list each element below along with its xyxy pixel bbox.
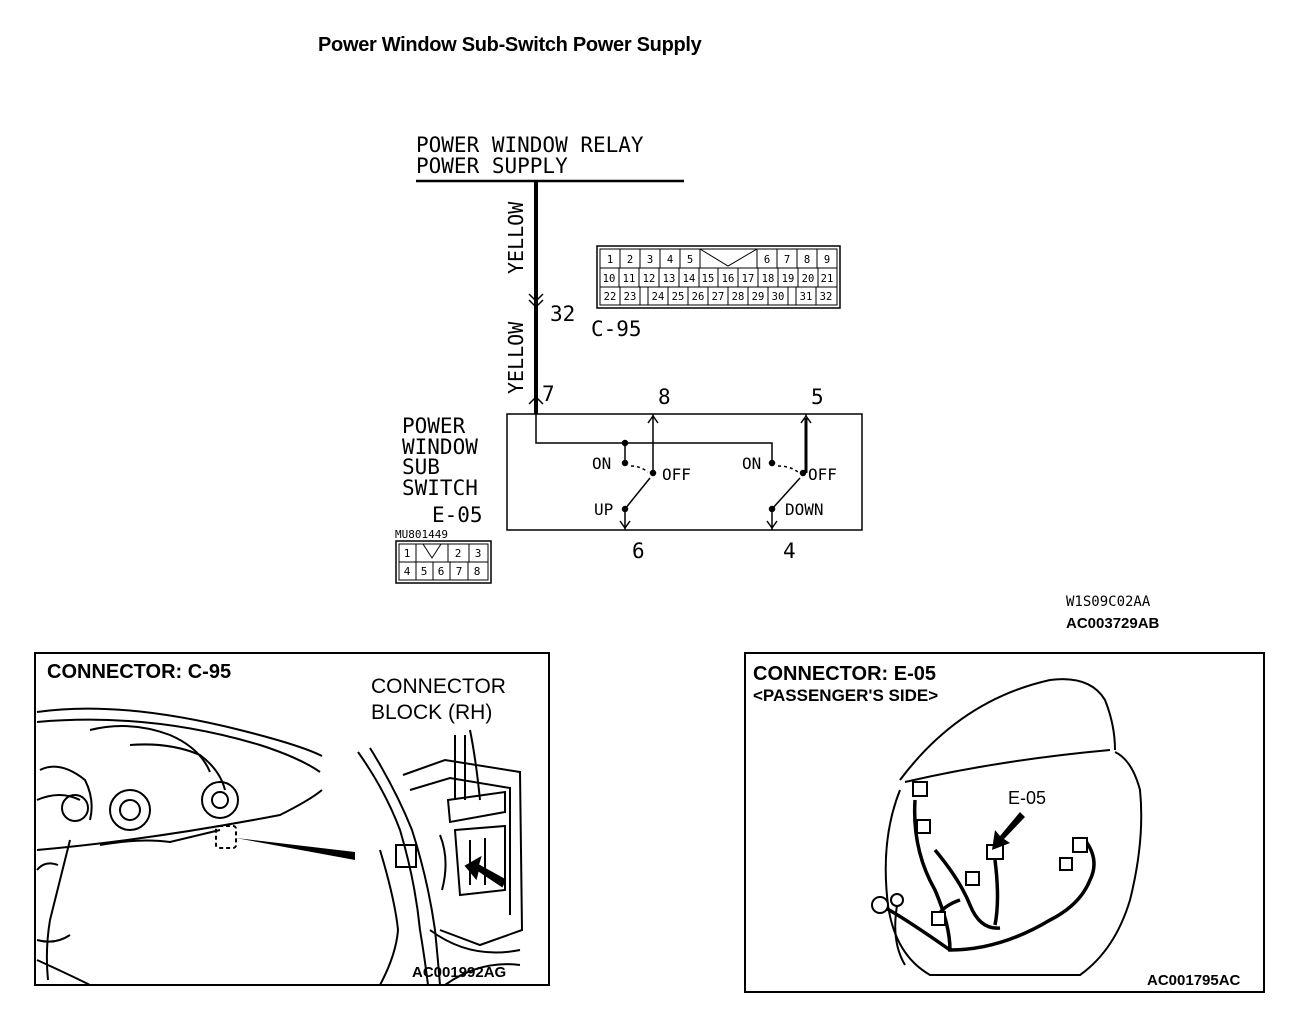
switch-name-line2: WINDOW — [402, 435, 478, 459]
left-on-label: ON — [592, 454, 611, 473]
connector-arrow — [464, 855, 507, 888]
e05-pin-number-cell: 2 — [455, 547, 462, 560]
pin6-label: 6 — [632, 539, 645, 563]
c95-pin-number-cell: 29 — [752, 291, 765, 303]
connector-block-illustration — [357, 729, 524, 986]
connector-e05-panel: CONNECTOR: E-05 <PASSENGER'S SIDE> — [744, 652, 1265, 993]
pin7-connector-symbol — [528, 395, 544, 405]
c95-pin-number-cell: 25 — [672, 291, 685, 303]
c95-pin-number: 32 — [550, 302, 575, 326]
harness-connectors — [871, 781, 1088, 926]
pin5-label: 5 — [811, 385, 824, 409]
switch-box — [506, 413, 863, 531]
part-number: MU801449 — [395, 528, 448, 541]
c95-pin-number-cell: 20 — [802, 273, 815, 285]
right-on-label: ON — [742, 454, 761, 473]
c95-pointer-arrow — [236, 838, 355, 860]
c95-pin-number-cell: 12 — [643, 273, 656, 285]
c95-pin-number-cell: 17 — [742, 273, 755, 285]
c95-pin-number-cell: 1 — [607, 254, 613, 266]
c95-connector-symbol — [528, 293, 544, 309]
connector-block-line1: CONNECTOR — [371, 675, 506, 698]
e05-pin-number-cell: 8 — [474, 565, 481, 578]
e05-callout: E-05 — [1008, 788, 1046, 808]
schematic: POWER WINDOW RELAY POWER SUPPLY YELLOW Y… — [395, 133, 1160, 632]
c95-pin-number-cell: 26 — [692, 291, 705, 303]
c95-pin-number-cell: 11 — [623, 273, 636, 285]
e05-panel-heading: CONNECTOR: E-05 — [753, 663, 936, 685]
e05-pointer-arrow — [992, 812, 1025, 850]
figure-code: AC003729AB — [1066, 615, 1160, 632]
supply-label-line2: POWER SUPPLY — [416, 154, 568, 178]
c95-pin-number-cell: 18 — [762, 273, 775, 285]
e05-pin-number-cell: 7 — [456, 565, 463, 578]
diagram-code: W1S09C02AA — [1066, 594, 1151, 610]
c95-pin-number-cell: 2 — [627, 254, 633, 266]
wire-color-lower: YELLOW — [504, 321, 528, 394]
wire-harness — [879, 799, 1096, 952]
c95-pin-number-cell: 22 — [604, 291, 617, 303]
c95-pin-number-cell: 15 — [702, 273, 715, 285]
c95-panel-heading: CONNECTOR: C-95 — [47, 661, 231, 683]
e05-pin-number-cell: 4 — [404, 565, 411, 578]
c95-pin-number-cell: 6 — [764, 254, 770, 266]
connector-block-line2: BLOCK (RH) — [371, 701, 492, 724]
c95-pin-number-cell: 13 — [663, 273, 676, 285]
door-illustration — [884, 678, 1143, 976]
c95-pin-number-cell: 14 — [683, 273, 696, 285]
page-title: Power Window Sub-Switch Power Supply — [318, 34, 702, 56]
pin7-label: 7 — [542, 382, 555, 406]
e05-pin-number-cell: 3 — [475, 547, 482, 560]
left-off-label: OFF — [662, 465, 691, 484]
c95-pin-number-cell: 21 — [821, 273, 834, 285]
c95-pin-number-cell: 32 — [820, 291, 833, 303]
switch-name-line3: SUB — [402, 455, 440, 479]
connector-c95-panel: CONNECTOR: C-95 CONNECTOR BLOCK (RH) — [34, 652, 550, 986]
c95-pin-number-cell: 28 — [732, 291, 745, 303]
right-down-label: DOWN — [785, 500, 824, 519]
c95-pin-number-cell: 24 — [652, 291, 665, 303]
c95-pin-number-cell: 27 — [712, 291, 725, 303]
switch-name-line1: POWER — [402, 414, 466, 438]
switch-name-line4: SWITCH — [402, 476, 478, 500]
c95-pin-number-cell: 5 — [687, 254, 693, 266]
dashboard-illustration — [36, 707, 323, 986]
supply-label-line1: POWER WINDOW RELAY — [416, 133, 644, 157]
e05-pin-number-cell: 1 — [404, 547, 411, 560]
e05-pin-number-cell: 5 — [421, 565, 428, 578]
pin4-label: 4 — [783, 539, 796, 563]
c95-pin-number-cell: 4 — [667, 254, 673, 266]
left-up-label: UP — [594, 500, 613, 519]
c95-figure-code: AC001992AG — [412, 964, 506, 981]
c95-pin-number-cell: 8 — [804, 254, 810, 266]
e05-pin-number-cell: 6 — [438, 565, 445, 578]
c95-pin-number-cell: 23 — [624, 291, 637, 303]
right-off-label: OFF — [808, 465, 837, 484]
e05-figure-code: AC001795AC — [1147, 972, 1241, 989]
c95-pin-number-cell: 3 — [647, 254, 653, 266]
c95-pin-number-cell: 7 — [784, 254, 790, 266]
c95-pin-number-cell: 19 — [782, 273, 795, 285]
wire-color-upper: YELLOW — [504, 201, 528, 274]
e05-panel-subheading: <PASSENGER'S SIDE> — [753, 686, 938, 705]
switch-id-label: E-05 — [432, 503, 483, 527]
pin8-label: 8 — [658, 385, 671, 409]
c95-pin-number-cell: 30 — [772, 291, 785, 303]
c95-label: C-95 — [591, 317, 642, 341]
c95-pin-number-cell: 16 — [722, 273, 735, 285]
c95-pin-number-cell: 10 — [603, 273, 616, 285]
c95-pin-number-cell: 31 — [800, 291, 813, 303]
c95-pin-number-cell: 9 — [824, 254, 830, 266]
switch-internal-wiring — [535, 414, 812, 530]
